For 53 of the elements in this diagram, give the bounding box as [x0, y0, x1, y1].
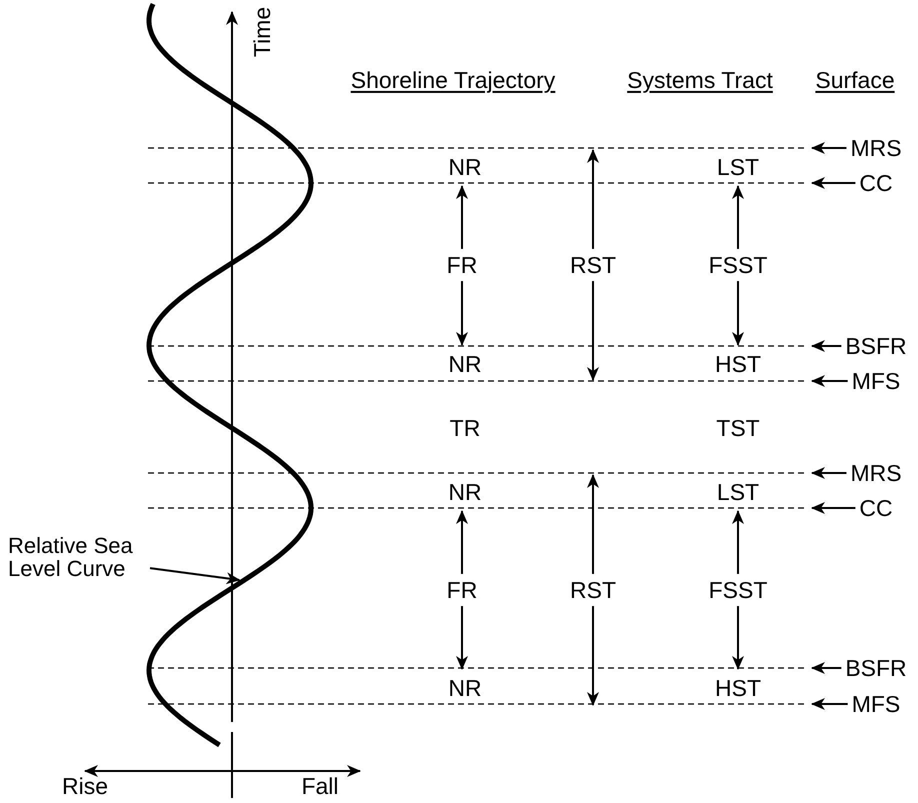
tract-label: FR [446, 578, 478, 602]
arrow [811, 502, 856, 514]
arrow [811, 375, 848, 387]
arrow [811, 662, 842, 674]
interval-label: TR [450, 416, 480, 440]
column-heading: Surface [815, 68, 895, 92]
interval-label: LST [716, 480, 760, 504]
arrow [456, 510, 468, 574]
arrow [811, 142, 846, 154]
arrow [732, 281, 744, 346]
surface-label: MRS [850, 460, 902, 486]
arrow [732, 185, 744, 249]
surface-label: BSFR [845, 334, 907, 358]
arrow [587, 474, 599, 574]
surface-label: CC [859, 496, 893, 520]
arrow [811, 467, 846, 479]
arrow [456, 281, 468, 346]
tract-label: FR [446, 252, 478, 278]
tract-label: FSST [708, 578, 768, 602]
tract-label: RST [570, 252, 616, 278]
column-heading: Systems Tract [627, 68, 773, 92]
surface-label: MRS [850, 136, 902, 160]
interval-label: NR [448, 676, 482, 700]
arrow [811, 177, 856, 189]
arrow [811, 698, 848, 710]
surface-label: MFS [852, 368, 900, 394]
interval-label: NR [448, 480, 482, 504]
surface-label: BSFR [845, 656, 907, 680]
tract-label: RST [570, 578, 616, 602]
interval-label: HST [715, 352, 761, 376]
interval-label: HST [715, 676, 761, 700]
arrow [456, 185, 468, 249]
surface-label: MFS [852, 692, 900, 716]
interval-label: NR [448, 154, 482, 180]
interval-label: TST [716, 416, 760, 440]
arrow [587, 281, 599, 381]
arrow [732, 510, 744, 574]
axis-label: Rise [62, 774, 108, 798]
arrow [811, 340, 842, 352]
sea-level-curve [146, 3, 314, 748]
interval-label: LST [716, 154, 760, 180]
curve-label: Relative Sea Level Curve [8, 534, 158, 580]
interval-label: NR [448, 352, 482, 376]
arrow [587, 149, 599, 249]
surface-label: CC [859, 170, 893, 196]
column-heading: Shoreline Trajectory [350, 68, 556, 92]
leader-line [150, 567, 240, 584]
arrow [587, 606, 599, 706]
axis-label: Fall [301, 774, 339, 798]
arrow [456, 606, 468, 670]
arrow [732, 606, 744, 670]
tract-label: FSST [708, 252, 768, 278]
axis-label: Time [250, 6, 274, 58]
